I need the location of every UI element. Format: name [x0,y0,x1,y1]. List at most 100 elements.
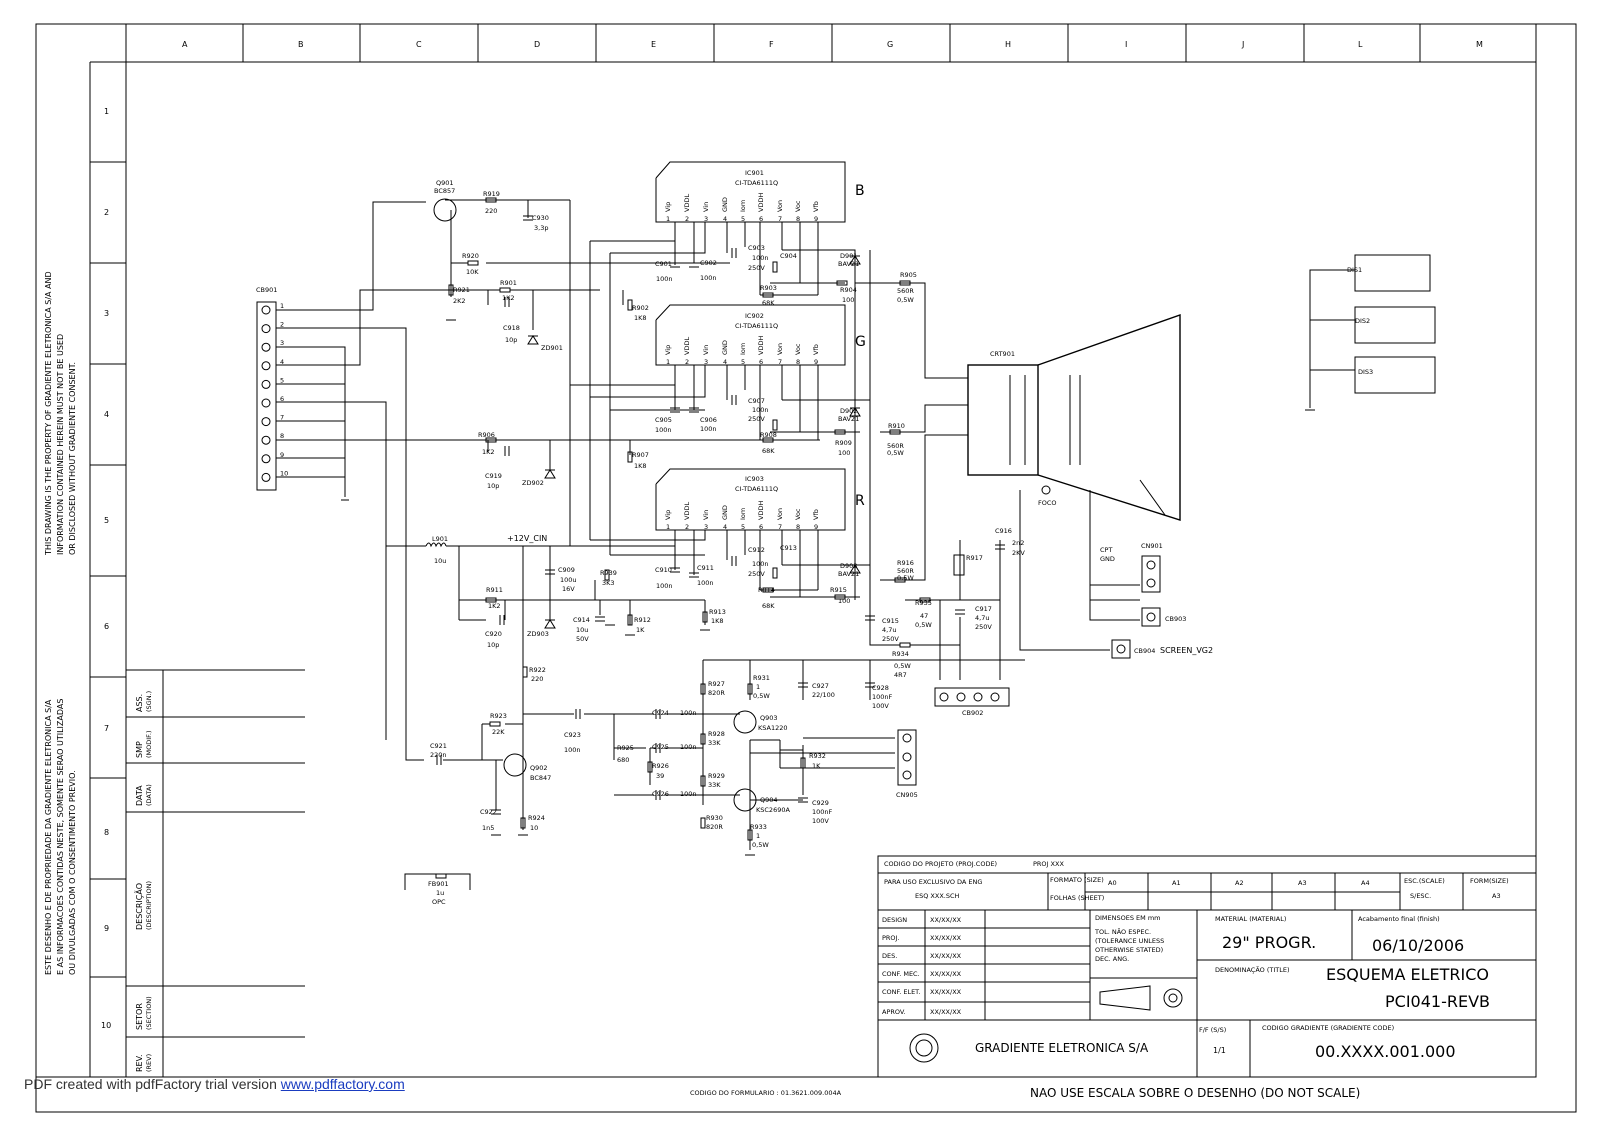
svg-text:33K: 33K [708,739,721,747]
svg-text:100u: 100u [560,576,577,584]
svg-text:R913: R913 [709,608,726,616]
svg-text:CB901: CB901 [256,286,277,294]
connector-pin [261,361,271,371]
svg-text:R909: R909 [835,439,852,447]
svg-text:(SECTION): (SECTION) [145,996,153,1030]
svg-text:GND: GND [1100,555,1115,563]
ic-pin-name: Voc [794,200,802,212]
svg-text:100n: 100n [700,274,717,282]
col-label: D [534,40,540,49]
svg-text:DEC. ANG.: DEC. ANG. [1095,955,1129,963]
svg-text:R931: R931 [753,674,770,682]
row-labels: 1 2 3 4 5 6 7 8 9 10 [89,62,126,1077]
svg-text:2K2: 2K2 [453,297,466,305]
ic-pin-name: Vip [664,202,672,212]
svg-text:R906: R906 [478,431,495,439]
ic-pin-number: 2 [685,358,689,366]
ic-pin-name: VDDL [683,337,691,355]
col-label: B [298,40,304,49]
ic-pin-name: VDDL [683,194,691,212]
svg-text:PROJ XXX: PROJ XXX [1033,860,1064,868]
svg-text:XX/XX/XX: XX/XX/XX [930,934,962,942]
property-notice-pt: ESTE DESENHO E DE PROPRIEDADE DA GRADIEN… [44,699,77,975]
svg-text:BC847: BC847 [530,774,551,782]
ic902: IC902 CI-TDA6111Q G [655,304,866,366]
svg-text:CONF. MEC.: CONF. MEC. [882,970,920,978]
svg-text:R934: R934 [892,650,909,658]
svg-text:560R: 560R [887,442,904,450]
svg-text:C920: C920 [485,630,502,638]
svg-text:R901: R901 [500,279,517,287]
svg-text:DESIGN: DESIGN [882,916,907,924]
connector-pin [261,472,271,482]
svg-text:FOCO: FOCO [1038,499,1057,507]
ic901: IC901 CI-TDA6111Q B [655,161,865,223]
svg-text:DESCRIÇÃO: DESCRIÇÃO [134,883,144,930]
svg-text:1K: 1K [636,626,645,634]
ic-pin-number: 5 [741,523,745,531]
svg-text:PROJ.: PROJ. [882,934,900,942]
svg-text:R908: R908 [760,431,777,439]
col-label: I [1125,40,1127,49]
connector-pin-number: 3 [280,339,284,347]
svg-text:R919: R919 [483,190,500,198]
svg-text:DES.: DES. [882,952,897,960]
svg-text:100V: 100V [812,817,829,825]
ic-pin-name: GND [721,505,729,520]
svg-text:C914: C914 [573,616,590,624]
title-block: CODIGO DO PROJETO (PROJ.CODE) PROJ XXX P… [690,855,1537,1100]
svg-text:68K: 68K [762,299,775,307]
svg-text:C913: C913 [780,544,797,552]
svg-text:CI-TDA6111Q: CI-TDA6111Q [735,179,778,187]
components [341,197,1315,890]
svg-text:D901: D901 [840,252,857,260]
svg-text:D903: D903 [840,562,857,570]
svg-text:L901: L901 [432,535,448,543]
svg-text:10p: 10p [487,641,499,649]
outer-frame [35,23,1577,1113]
svg-text:IC902: IC902 [745,312,764,320]
svg-text:820R: 820R [706,823,723,831]
svg-text:ZD902: ZD902 [522,479,544,487]
svg-text:Q901: Q901 [436,179,454,187]
svg-text:ESC.(SCALE): ESC.(SCALE) [1404,877,1445,885]
svg-text:1K2: 1K2 [482,448,495,456]
pdffactory-link[interactable]: www.pdffactory.com [280,1076,405,1092]
svg-text:DIS1: DIS1 [1347,266,1362,274]
ic-pin-name: VDDH [757,336,765,355]
svg-text:MATERIAL (MATERIAL): MATERIAL (MATERIAL) [1215,915,1286,923]
svg-text:220n: 220n [430,751,447,759]
svg-text:DATA: DATA [135,785,144,806]
connector-pin [261,398,271,408]
ic-pin-name: Vin [702,345,710,355]
svg-text:00.XXXX.001.000: 00.XXXX.001.000 [1315,1042,1456,1061]
ic-pin-number: 1 [666,215,670,223]
svg-text:16V: 16V [562,585,575,593]
ic-pin-number: 6 [759,523,763,531]
svg-text:R916: R916 [897,559,914,567]
dis-boxes: DIS1 DIS2 DIS3 [1347,254,1436,394]
ic-pin-number: 9 [814,215,818,223]
svg-text:100V: 100V [872,702,889,710]
svg-text:R925: R925 [617,744,634,752]
svg-text:R903: R903 [760,284,777,292]
svg-text:22/100: 22/100 [812,691,835,699]
svg-text:R935: R935 [915,599,932,607]
svg-text:C922: C922 [480,808,497,816]
svg-text:680: 680 [617,756,629,764]
svg-text:XX/XX/XX: XX/XX/XX [930,1008,962,1016]
ic-pin-number: 3 [704,523,708,531]
ic-pin-number: 8 [796,358,800,366]
svg-text:100nF: 100nF [872,693,893,701]
svg-text:1: 1 [756,683,760,691]
ic-pin-number: 7 [778,358,782,366]
ic-pin-name: GND [721,197,729,212]
svg-text:DIS3: DIS3 [1358,368,1373,376]
svg-text:R924: R924 [528,814,545,822]
svg-text:DENOMINAÇÃO (TITLE): DENOMINAÇÃO (TITLE) [1215,965,1290,974]
svg-text:1K8: 1K8 [711,617,724,625]
ic-pin-number: 3 [704,215,708,223]
ic-pin-name: Iom [739,343,747,355]
svg-text:2KV: 2KV [1012,549,1025,557]
